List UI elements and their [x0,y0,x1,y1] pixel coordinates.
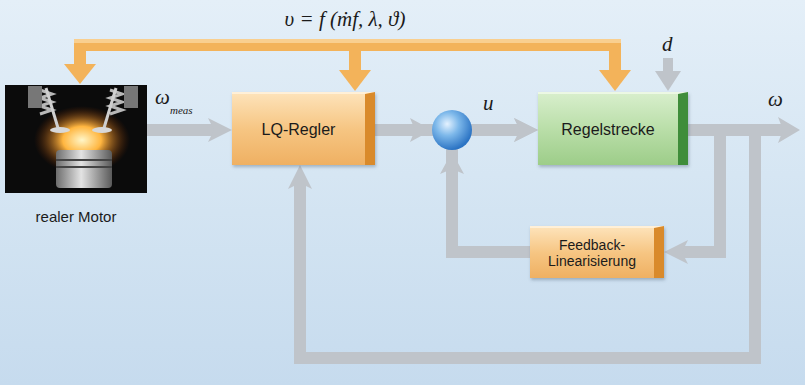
junction-arrowhead [410,118,432,142]
engine-part [124,86,138,108]
box-text: Regelstrecke [561,120,654,139]
piston-ring [56,159,112,161]
disturbance-arrowhead [655,71,681,91]
valve-stem [104,88,116,128]
signal-name: ω [155,86,170,109]
box-text: realer Motor [36,208,117,226]
output-signal: ω [768,88,783,111]
engine-picture [5,85,147,193]
box-text: LQ-Regler [262,120,336,139]
plant-box: Regelstrecke [538,92,688,165]
junction-arrowhead [440,152,464,174]
valve-head [92,127,112,133]
engine-part [28,86,42,108]
parameter-arrowhead [339,70,371,91]
parameter-bus-highlight [74,39,621,43]
signal-subscript: meas [170,104,193,116]
piston [56,150,112,188]
parameter-bus [609,45,621,73]
parameter-formula: υ = f (ṁf, λ, ϑ) [175,8,515,31]
piston-ring [56,166,112,168]
linearization-box: Feedback- Linearisierung [530,226,664,278]
parameter-arrowhead [599,70,631,91]
parameter-bus [349,45,361,73]
valve-head [50,127,70,133]
valve-stem [46,88,58,128]
output-arrowhead [778,117,800,143]
disturbance-signal: d [662,33,673,56]
box-text: Feedback- Linearisierung [538,237,646,269]
parameter-bus [74,45,86,67]
engine-node: realer Motor [5,85,147,230]
signal-arrow [452,130,530,252]
controller-box: LQ-Regler [232,92,375,165]
control-input-signal: u [483,92,494,115]
signal-arrow [147,124,218,136]
summing-junction [432,110,472,150]
parameter-bus [74,39,621,51]
parameter-arrowhead [64,64,96,84]
